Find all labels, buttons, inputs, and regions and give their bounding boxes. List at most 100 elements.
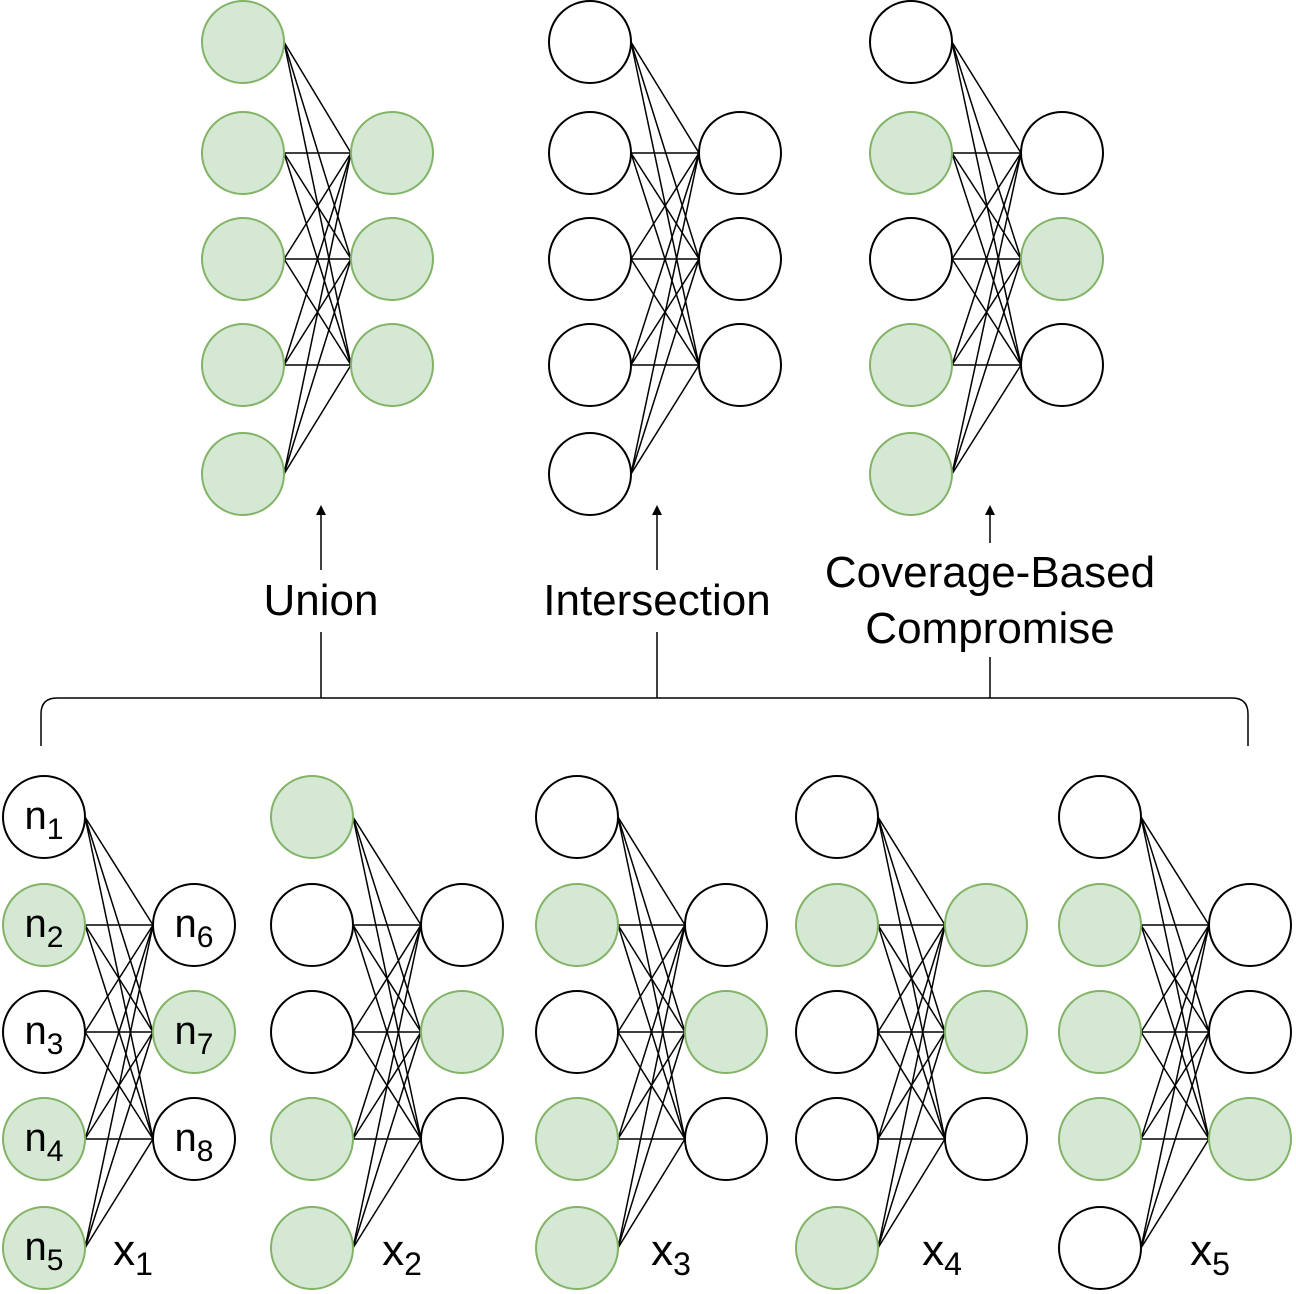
neuron-label-n3-subscript: 3 xyxy=(47,1028,64,1061)
input-network-4-edge xyxy=(877,1138,946,1249)
input-network-4-output-neuron-1 xyxy=(944,883,1028,967)
input-network-4-input-neuron-2 xyxy=(795,883,879,967)
input-network-1-output-neuron-3 xyxy=(152,1097,236,1181)
input-network-5-input-neuron-2 xyxy=(1058,883,1142,967)
input-network-4-input-neuron-1 xyxy=(795,775,879,859)
input-network-1-input-neuron-3 xyxy=(2,990,86,1074)
operation-1: Union xyxy=(264,505,379,698)
result-network-3-edge xyxy=(951,41,1022,260)
result-network-2-edge xyxy=(630,258,700,475)
result-network-3-edges xyxy=(951,41,1022,475)
input-label-x5: x5 xyxy=(1190,1226,1230,1282)
input-network-3-input-neuron-4 xyxy=(535,1097,619,1181)
result-network-2-output-neuron-3 xyxy=(698,323,782,407)
result-network-2-output-neuron-2 xyxy=(698,217,782,301)
input-label-x1-base: x xyxy=(113,1226,135,1275)
input-label-x5-base: x xyxy=(1190,1226,1212,1275)
input-network-5-input-neuron-3 xyxy=(1058,990,1142,1074)
neuron-label-n5-subscript: 5 xyxy=(47,1244,64,1277)
input-network-4-edge xyxy=(877,816,946,926)
neuron-label-n1-subscript: 1 xyxy=(47,813,64,846)
input-network-2-edge xyxy=(352,924,422,1249)
result-network-2-edge xyxy=(630,152,700,366)
input-network-5-edges xyxy=(1140,816,1210,1249)
neuron-label-n4-base: n xyxy=(25,1116,47,1160)
input-network-5-edge xyxy=(1140,816,1210,926)
result-network-1-input-neuron-1 xyxy=(201,0,285,84)
input-network-1-edges xyxy=(84,816,154,1249)
result-network-2-input-neuron-4 xyxy=(548,323,632,407)
result-network-1-output-neuron-1 xyxy=(350,111,434,195)
input-network-2-edge xyxy=(352,924,422,1033)
input-network-1-input-neuron-1 xyxy=(2,775,86,859)
neuron-label-n1: n1 xyxy=(25,794,64,846)
neuron-label-n7: n7 xyxy=(175,1009,214,1061)
result-network-3-edge xyxy=(951,152,1022,475)
input-network-3-edge xyxy=(617,1138,686,1249)
input-label-x3: x3 xyxy=(651,1226,691,1282)
input-network-1-edge xyxy=(84,816,154,926)
operation-label: Union xyxy=(264,576,379,625)
input-network-4-edge xyxy=(877,924,946,1033)
neuron-label-n6-base: n xyxy=(175,902,197,946)
operation-label: Compromise xyxy=(865,604,1114,653)
result-network-2-edge xyxy=(630,41,700,154)
input-network-2-edge xyxy=(352,1138,422,1249)
result-network-2 xyxy=(548,0,782,516)
input-network-1-input-neuron-5 xyxy=(2,1206,86,1290)
result-network-1-output-neuron-3 xyxy=(350,323,434,407)
input-label-x3-subscript: 3 xyxy=(673,1246,691,1282)
result-network-1-input-neuron-3 xyxy=(201,217,285,301)
result-network-3-edge xyxy=(951,258,1022,475)
input-network-4-input-neuron-3 xyxy=(795,990,879,1074)
input-network-2-edges xyxy=(352,816,422,1249)
input-label-x2-subscript: 2 xyxy=(404,1246,422,1282)
input-network-2-input-neuron-3 xyxy=(270,990,354,1074)
neuron-label-n6: n6 xyxy=(175,902,214,954)
result-network-2-edge xyxy=(630,152,700,260)
result-network-2-input-neuron-5 xyxy=(548,432,632,516)
input-network-2-edge xyxy=(352,816,422,926)
input-network-4-output-neuron-2 xyxy=(944,990,1028,1074)
input-network-4-input-neuron-5 xyxy=(795,1206,879,1290)
result-network-2-output-neuron-1 xyxy=(698,111,782,195)
input-network-5-edge xyxy=(1140,1031,1210,1249)
result-network-3-edge xyxy=(951,41,1022,366)
result-network-3-output-neuron-3 xyxy=(1020,323,1104,407)
input-label-x2: x2 xyxy=(382,1226,422,1282)
input-label-x1-subscript: 1 xyxy=(135,1246,153,1282)
neuron-label-n8-subscript: 8 xyxy=(197,1135,214,1168)
result-network-1-edge xyxy=(283,152,352,260)
result-network-1-edge xyxy=(283,41,352,154)
neuron-label-n4: n4 xyxy=(25,1116,64,1168)
input-network-3-input-neuron-2 xyxy=(535,883,619,967)
input-network-2-output-neuron-2 xyxy=(420,990,504,1074)
result-network-2-input-neuron-3 xyxy=(548,217,632,301)
neuron-label-n8-base: n xyxy=(175,1116,197,1160)
result-network-3-output-neuron-1 xyxy=(1020,111,1104,195)
operations: Union Intersection Coverage-BasedCompromis… xyxy=(264,505,1155,698)
input-network-3: x3 xyxy=(535,775,768,1290)
result-network-1-edge xyxy=(283,41,352,260)
neuron-label-n7-subscript: 7 xyxy=(197,1028,214,1061)
result-network-1-edge xyxy=(283,258,352,475)
result-network-2-edge xyxy=(630,152,700,475)
input-network-5-output-neuron-2 xyxy=(1208,990,1292,1074)
input-network-2-input-neuron-2 xyxy=(270,883,354,967)
result-network-3-edge xyxy=(951,364,1022,475)
neuron-label-n2-subscript: 2 xyxy=(47,921,64,954)
result-network-3-input-neuron-3 xyxy=(869,217,953,301)
neuron-label-n6-subscript: 6 xyxy=(197,921,214,954)
neuron-label-n7-base: n xyxy=(175,1009,197,1053)
result-network-1-edge xyxy=(283,41,352,366)
input-network-4-output-neuron-3 xyxy=(944,1097,1028,1181)
result-network-2-input-neuron-2 xyxy=(548,111,632,195)
input-label-x4-base: x xyxy=(922,1226,944,1275)
operation-label: Coverage-Based xyxy=(825,548,1155,597)
operation-2: Intersection xyxy=(543,505,771,698)
input-network-3-input-neuron-1 xyxy=(535,775,619,859)
result-network-2-input-neuron-1 xyxy=(548,0,632,84)
input-network-2-output-neuron-1 xyxy=(420,883,504,967)
